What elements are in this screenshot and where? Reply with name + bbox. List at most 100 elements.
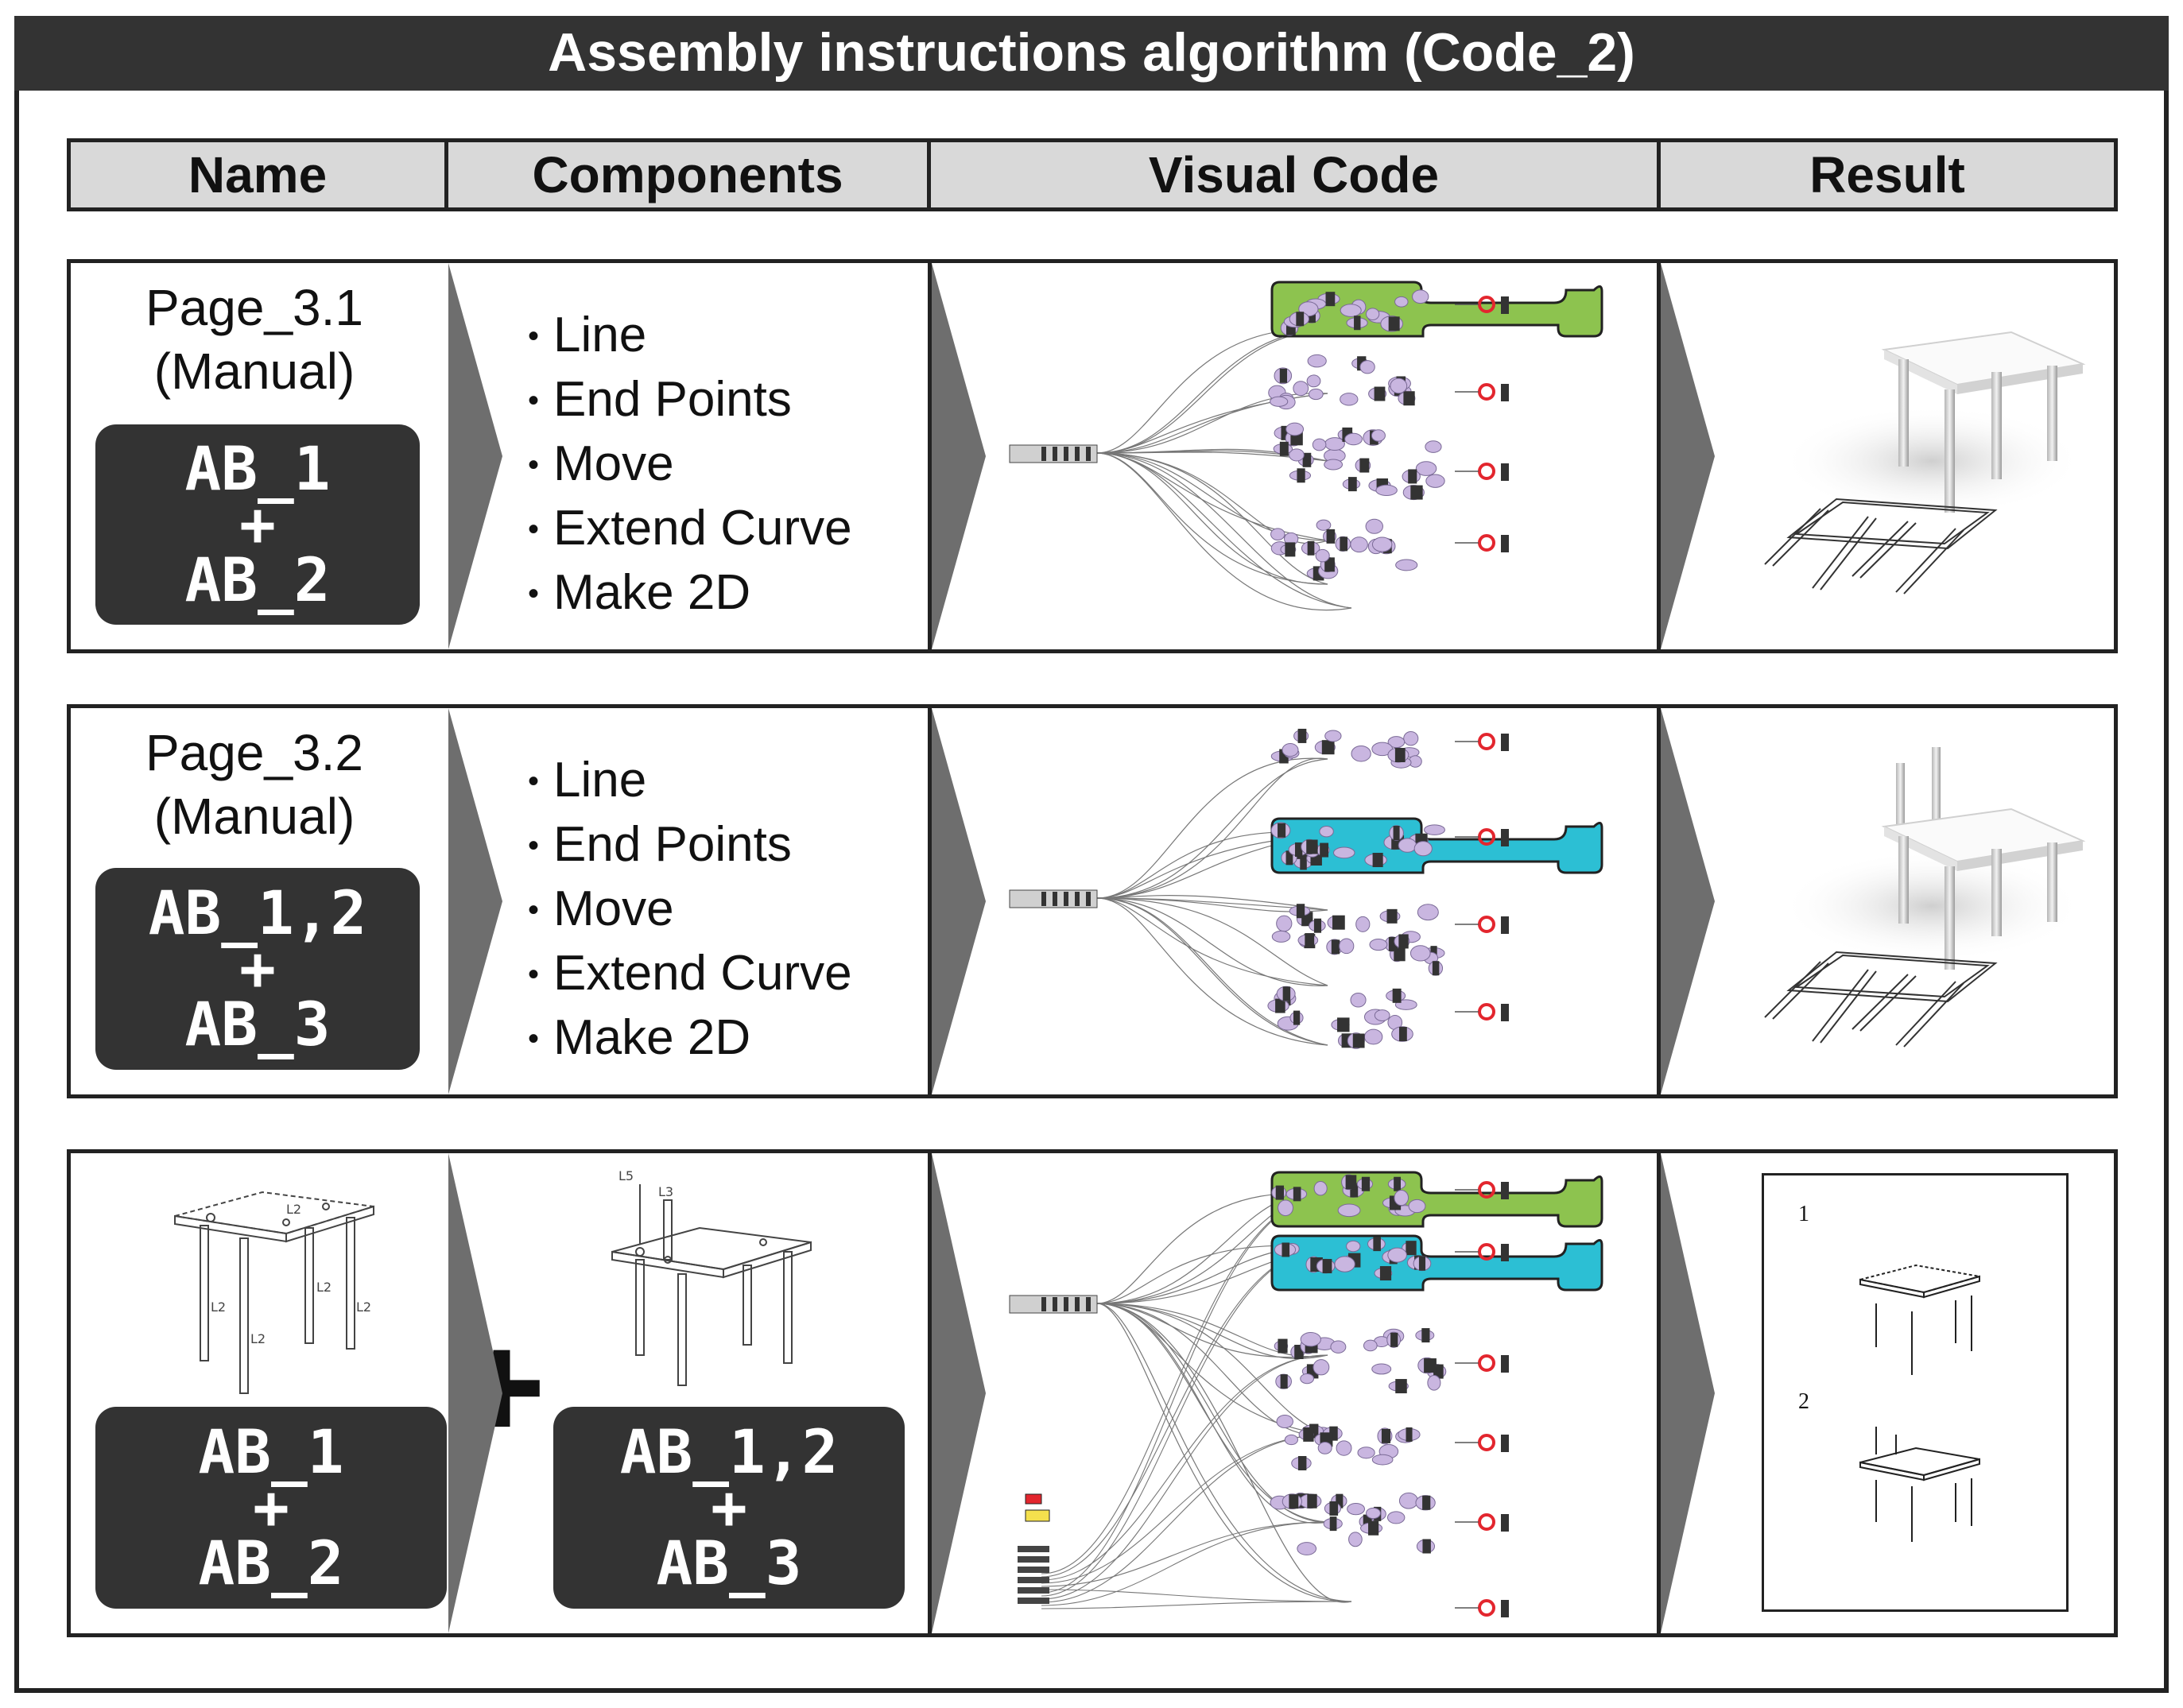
graph-component [1388,316,1400,331]
graph-node [1271,930,1291,943]
graph-component [1337,1017,1350,1032]
figure-title: Assembly instructions algorithm (Code_2) [14,16,2169,91]
graph-node [1344,432,1363,446]
table-3d-icon [1764,331,2086,595]
drawing-label: L3 [658,1184,673,1199]
graph-component [1279,368,1288,383]
graph-component [1329,1426,1338,1441]
component-item: Move [528,877,852,942]
component-item: Make 2D [528,561,852,625]
graph-component [1321,740,1335,755]
graph-node [1427,1374,1441,1391]
graph-wire [1096,895,1328,911]
graph-node [1413,841,1433,857]
graph-node [1387,1247,1407,1263]
graph-component [1279,441,1289,456]
graph-node [1313,1359,1330,1376]
table-drawing-icon [1859,1427,1980,1542]
graph-component [1345,1175,1357,1190]
graph-component [1359,458,1370,473]
graph-component [1297,1455,1307,1470]
page-mode: (Manual) [153,343,355,400]
ab-plus: + [239,489,276,560]
graph-component [1381,1428,1391,1443]
graph-node [1340,393,1359,406]
graph-node [1417,904,1439,921]
graph-component [1294,1345,1304,1360]
output-panel [1501,1514,1509,1532]
graph-node [1284,1434,1298,1446]
graph-wire [1041,1354,1328,1581]
graph-component [1296,312,1305,327]
graph-component [1086,892,1091,906]
graph-wire [1096,1303,1352,1603]
ab-line-1: AB_1,2 [619,1416,839,1487]
output-panel [1501,1004,1509,1021]
graph-component [1297,468,1305,483]
graph-component [1354,316,1361,331]
graph-node [1350,992,1367,1008]
graph-component [1075,892,1080,906]
component-group [1270,281,1603,338]
graph-component [1280,1374,1288,1389]
header-components: Components [444,138,931,211]
graph-node [1306,374,1321,388]
graph-node [1366,1507,1381,1520]
column-divider [1657,1149,1661,1637]
column-divider [1657,259,1661,653]
page-mode: (Manual) [153,788,355,845]
graph-wire [1096,757,1328,899]
graph-component [1041,1297,1046,1311]
graph-component [1297,728,1307,743]
input-slider [1018,1567,1049,1573]
step-number: 2 [1798,1389,1809,1414]
graph-node [1300,1373,1314,1385]
graph-component [1064,892,1068,906]
drawing-label: L2 [211,1299,226,1315]
graph-component [1372,853,1383,868]
graph-wire [1096,452,1352,609]
graph-wire [1041,1601,1352,1609]
graph-node [1315,548,1330,563]
graph-node [1395,559,1418,571]
graph-node [1366,308,1380,320]
output-marker [1478,916,1495,933]
graph-wire [1096,897,1328,986]
output-panel [1501,1244,1509,1261]
graph-node [1409,945,1431,962]
drawing-label: L2 [286,1202,301,1217]
ab-line-1: AB_1,2 [148,877,367,948]
output-marker [1478,1434,1495,1451]
graph-component [1406,1427,1413,1442]
graph-node [1337,1203,1361,1218]
output-panel [1501,1182,1509,1199]
graph-node [1307,354,1327,368]
graph-component [1373,1237,1381,1252]
step-number: 1 [1798,1202,1809,1226]
table-drawing-icon: L2 L2 L2 L2 L2 [174,1191,374,1394]
graph-node [1270,528,1285,540]
assembly-block: AB_1,2 + AB_3 [95,868,420,1070]
graph-component [1329,1501,1339,1516]
graph-component [1086,1297,1091,1311]
graph-node [1324,730,1342,742]
output-marker [1478,383,1495,401]
graph-component [1293,1010,1301,1025]
graph-node [1355,916,1371,932]
graph-node [1333,846,1355,859]
graph-node [1309,388,1324,401]
page-name: Page_3.2 [145,724,364,781]
graph-component [1285,850,1293,866]
graph-component [1279,749,1289,764]
graph-component [1309,1423,1319,1439]
graph-node [1371,1363,1392,1375]
page-name: Page_3.1 [145,279,364,336]
component-list: Line End Points Move Extend Curve Make 2… [528,304,852,625]
component-item: Extend Curve [528,497,852,561]
component-item: Make 2D [528,1006,852,1071]
graph-component [1424,1358,1437,1373]
graph-node [1394,1189,1409,1206]
graph-component [1305,933,1315,948]
output-marker [1478,1003,1495,1021]
graph-component [1390,1332,1398,1347]
